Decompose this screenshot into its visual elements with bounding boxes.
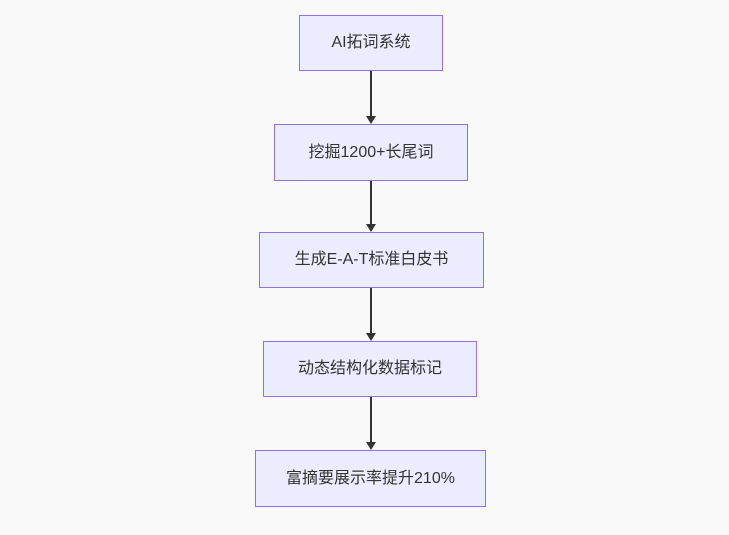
node-label: 挖掘1200+长尾词	[308, 143, 434, 161]
arrow-down-icon	[366, 224, 376, 232]
flowchart-node-rich-snippet-result: 富摘要展示率提升210%	[255, 450, 486, 507]
arrow-line	[370, 71, 372, 117]
arrow-line	[370, 181, 372, 225]
edge-arrow-1	[366, 71, 376, 124]
flowchart-node-structured-data-markup: 动态结构化数据标记	[263, 341, 477, 397]
arrow-down-icon	[366, 116, 376, 124]
node-label: 动态结构化数据标记	[297, 360, 442, 378]
edge-arrow-2	[366, 181, 376, 232]
arrow-down-icon	[366, 442, 376, 450]
flowchart-node-eat-whitepaper: 生成E-A-T标准白皮书	[259, 232, 484, 288]
node-label: AI拓词系统	[331, 34, 411, 52]
node-label: 富摘要展示率提升210%	[286, 469, 455, 487]
node-label: 生成E-A-T标准白皮书	[294, 251, 449, 269]
flowchart-node-longtail-mining: 挖掘1200+长尾词	[274, 124, 468, 181]
edge-arrow-4	[366, 397, 376, 450]
edge-arrow-3	[366, 288, 376, 341]
arrow-line	[370, 397, 372, 443]
flowchart-node-ai-keyword-system: AI拓词系统	[299, 15, 443, 71]
arrow-down-icon	[366, 333, 376, 341]
arrow-line	[370, 288, 372, 334]
